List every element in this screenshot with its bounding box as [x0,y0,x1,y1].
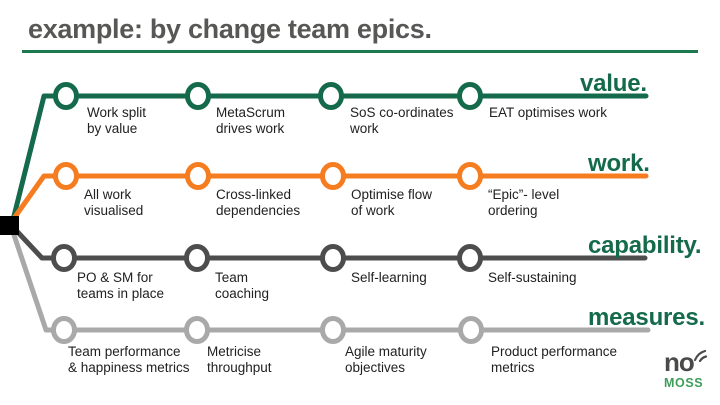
stop-circle-value [457,82,483,110]
stop-circle-capability [320,244,346,272]
hub-square [0,216,19,235]
stop-circle-measures [51,316,77,344]
stop-circle-work [457,162,483,190]
no-moss-logo: no MOSS [664,347,716,390]
stop-circle-work [53,162,79,190]
stop-circle-work [320,162,346,190]
stop-circle-capability [51,244,77,272]
stop-circle-measures [458,316,484,344]
metro-line-value [9,93,649,227]
logo-swoosh-icon [693,349,708,362]
metro-line-capability [9,223,648,261]
stop-circle-capability [184,244,210,272]
metro-line-measures [9,226,651,333]
logo-moss-text: MOSS [664,376,704,390]
stop-circle-measures [184,316,210,344]
stop-circle-value [185,82,211,110]
stop-circle-work [185,162,211,190]
title-underline [22,50,698,53]
stop-circle-value [318,82,344,110]
stop-circle-value [53,82,79,110]
stop-circle-measures [320,316,346,344]
page-title: example: by change team epics. [28,14,432,44]
stop-circle-capability [457,244,483,272]
metro-line-work [9,173,649,224]
logo-no-text: no [664,347,695,377]
